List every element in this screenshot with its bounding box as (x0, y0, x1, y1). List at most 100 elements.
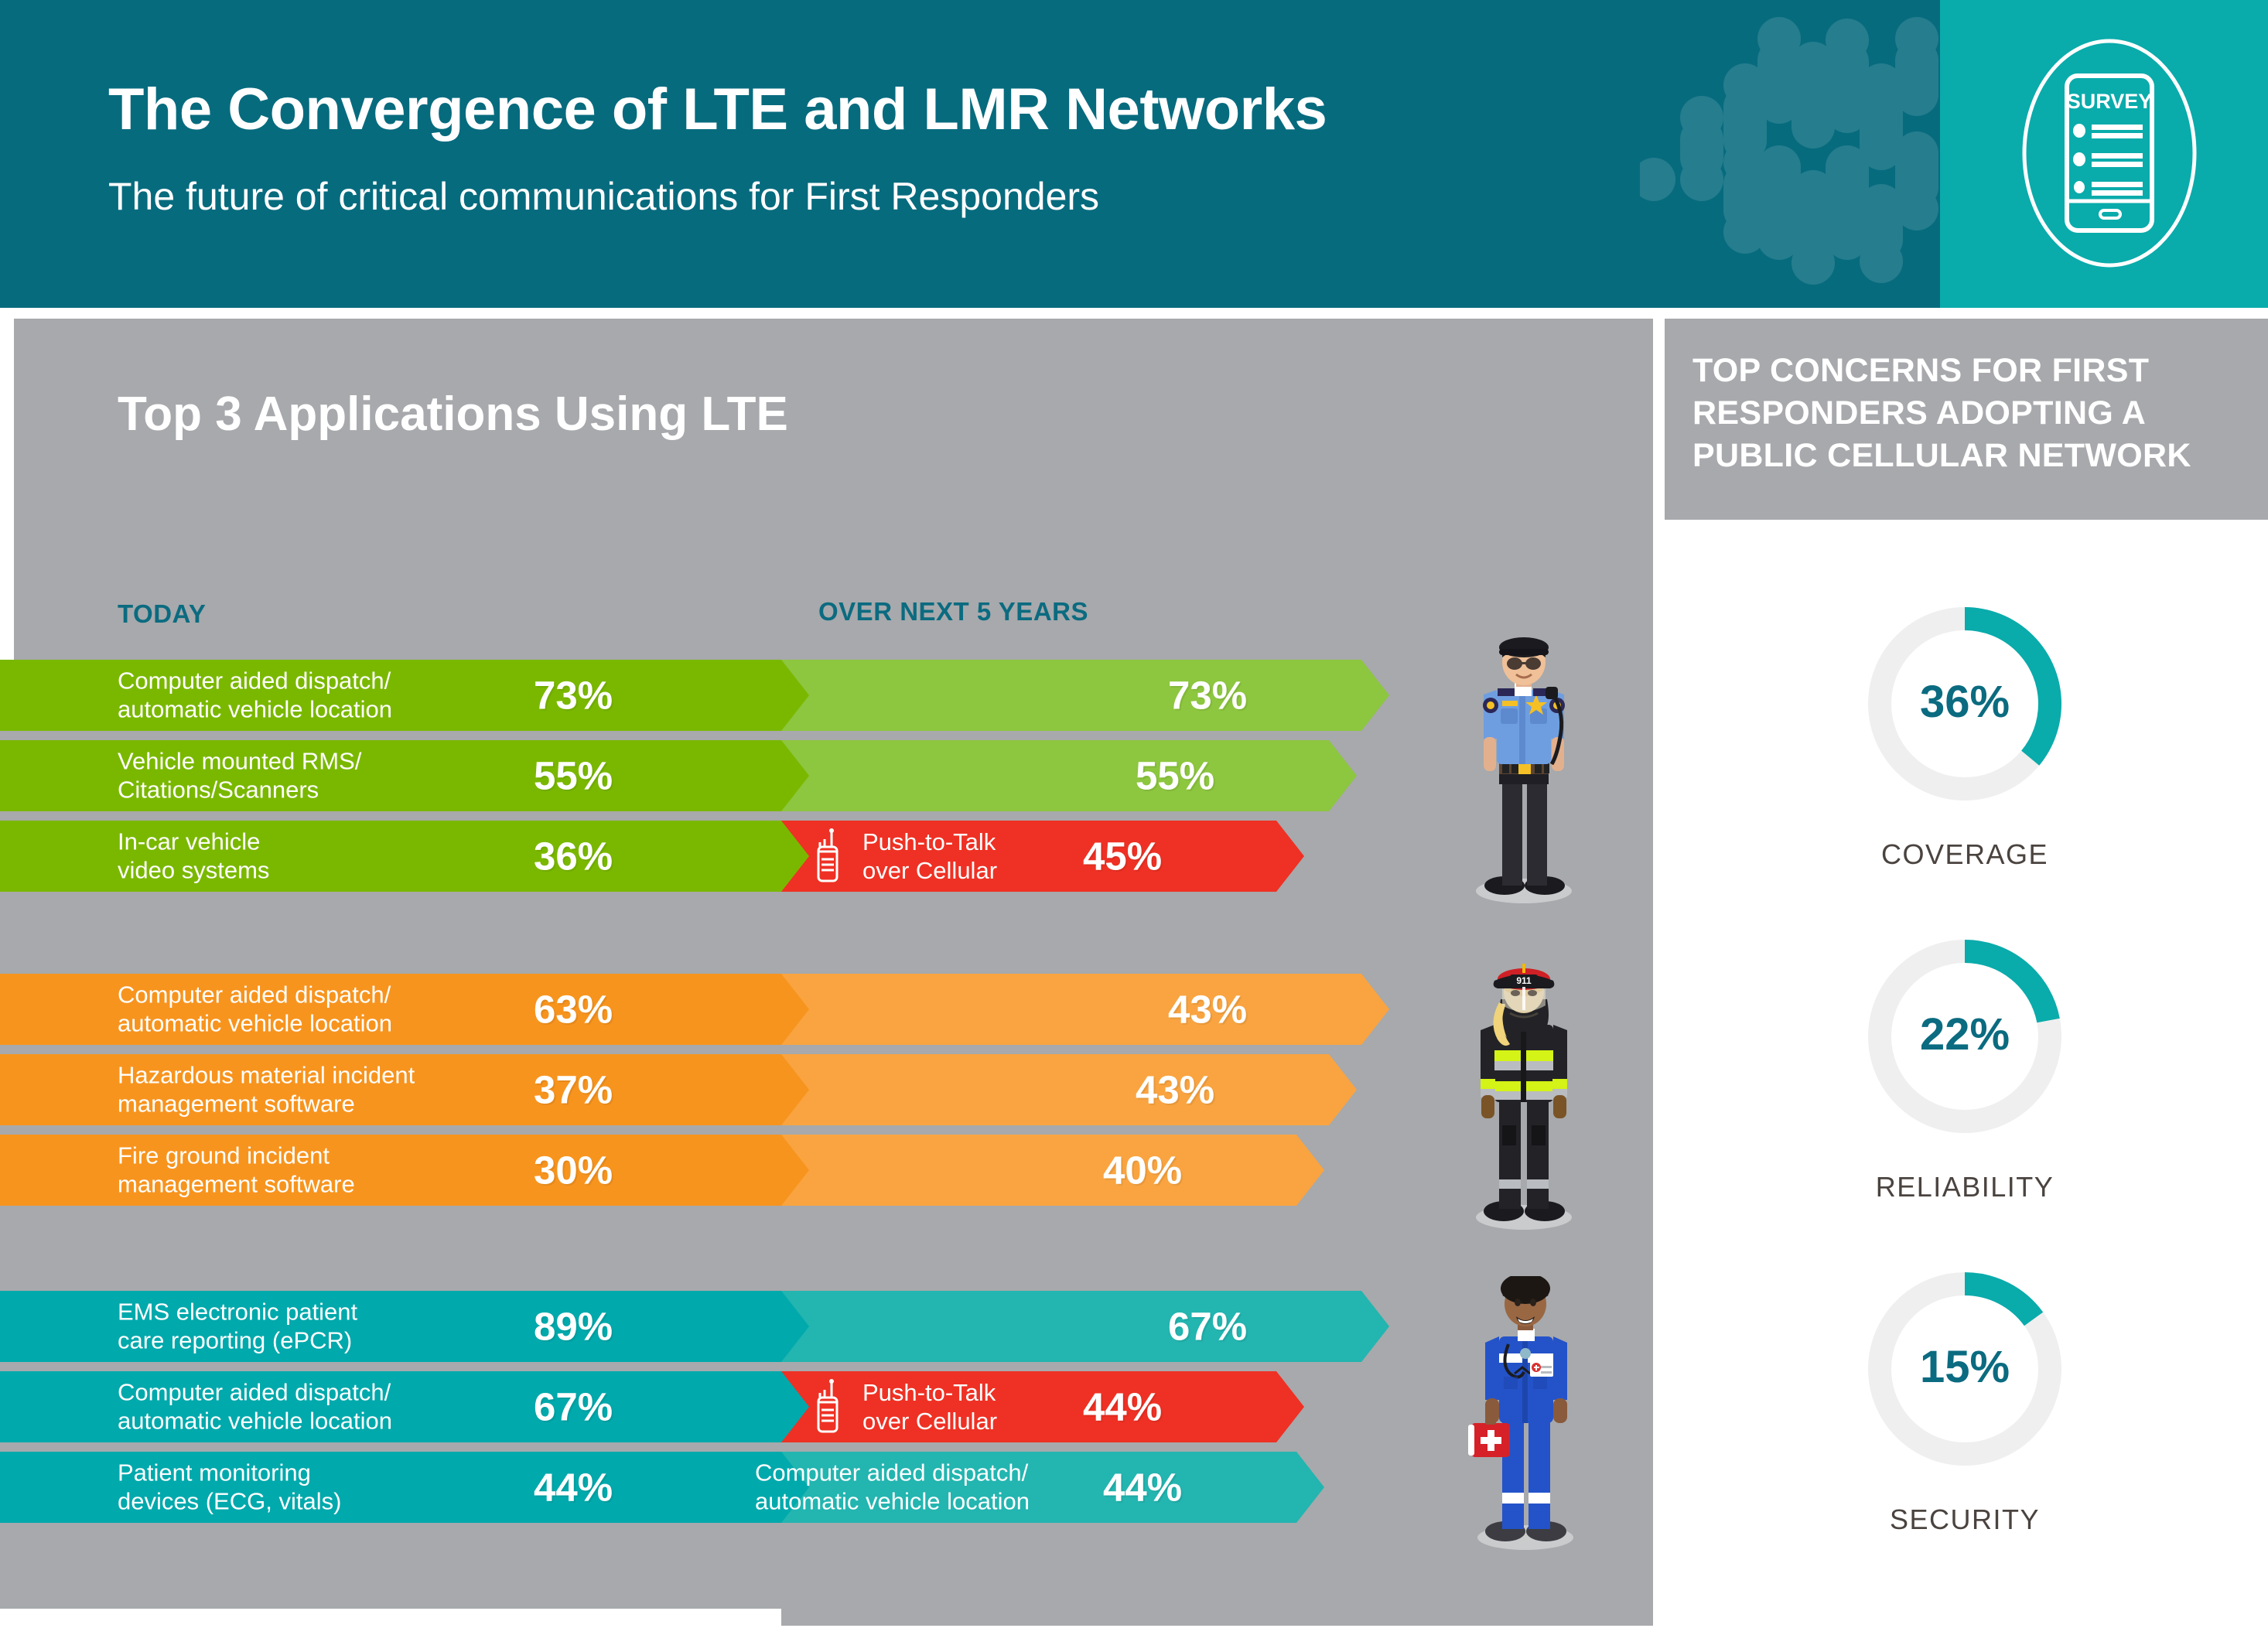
bar-label-line2: automatic vehicle location (118, 695, 392, 722)
bar-label-line1: Hazardous material incident (118, 1061, 415, 1089)
bar-value-future: 44% (1103, 1465, 1183, 1510)
bar-segment-future (719, 821, 1304, 892)
walkie-talkie-icon (817, 828, 839, 882)
bar-label-line2: automatic vehicle location (118, 1407, 392, 1434)
bar-value-future: 40% (1103, 1148, 1183, 1193)
bar-segment-today (0, 974, 809, 1045)
bar-future-label: Computer aided dispatch/automatic vehicl… (755, 1459, 1030, 1515)
bar-value-today: 30% (534, 1148, 613, 1193)
donut-value: 36% (1919, 677, 2010, 727)
bar-row: Computer aided dispatch/automatic vehicl… (0, 660, 1392, 731)
bar-segment-future (781, 1452, 1324, 1523)
donut-caption: COVERAGE (1880, 838, 2049, 870)
bar-arrow-tip (781, 1371, 809, 1442)
bar-segment-future (781, 974, 1389, 1045)
bar-segment-today (0, 1135, 809, 1206)
bar-segment-today (0, 1371, 809, 1442)
police-officer-figure (1454, 634, 1593, 905)
bar-segment-future (781, 1291, 1389, 1362)
bar-label: Vehicle mounted RMS/Citations/Scanners (118, 747, 361, 804)
bar-label-line2: Citations/Scanners (118, 776, 319, 803)
bar-segment-today (0, 1452, 809, 1523)
bar-value-today: 36% (534, 834, 613, 879)
donut-arc (1868, 1272, 2061, 1466)
sidebar-heading-band (1665, 319, 2268, 520)
bar-arrow-tip (781, 1135, 809, 1206)
donut-gauge: 15% SECURITY (1856, 1261, 2073, 1562)
walkie-talkie-icon (817, 1379, 839, 1433)
bar-label-line2: devices (ECG, vitals) (118, 1487, 342, 1514)
panel-left-notch (0, 319, 14, 686)
bar-label-line2: video systems (118, 856, 270, 883)
bar-value-today: 89% (534, 1304, 613, 1349)
bar-label-line1: Fire ground incident (118, 1142, 330, 1169)
bar-arrow-tip (1296, 1452, 1324, 1523)
bar-value-future: 43% (1168, 987, 1248, 1032)
bar-segment-today (0, 1054, 809, 1125)
bar-value-today: 55% (534, 753, 613, 798)
bar-value-today: 67% (534, 1384, 613, 1429)
bar-value-future: 73% (1168, 673, 1248, 718)
bar-arrow-tip (781, 1291, 809, 1362)
bar-label-line1: EMS electronic patient (118, 1298, 358, 1326)
bar-value-today: 44% (534, 1465, 613, 1510)
header-banner: The Convergence of LTE and LMR Networks … (0, 0, 1940, 308)
bar-label-line1: Computer aided dispatch/ (118, 1378, 391, 1406)
donut-arc (1868, 607, 2061, 800)
bar-value-future: 67% (1168, 1304, 1248, 1349)
paramedic-figure (1454, 1273, 1593, 1555)
bar-arrow-tip (1361, 660, 1389, 731)
donut-caption: SECURITY (1889, 1504, 2041, 1535)
bar-label-line2: automatic vehicle location (118, 1009, 392, 1036)
bar-arrow-tip (1276, 1371, 1304, 1442)
bar-value-future: 45% (1083, 834, 1163, 879)
bar-row: Vehicle mounted RMS/Citations/Scanners 55… (0, 740, 1392, 811)
bar-future-label-line2: over Cellular (862, 857, 998, 884)
bar-segment-today (0, 821, 809, 892)
firefighter-figure: 911 (1454, 959, 1593, 1230)
donut-arc (1868, 940, 2061, 1133)
bar-label: Computer aided dispatch/automatic vehicl… (118, 667, 392, 723)
bar-segment-future (781, 1135, 1324, 1206)
donut-value: 15% (1919, 1342, 2010, 1392)
bar-segment-today (0, 1291, 809, 1362)
bar-label: Computer aided dispatch/automatic vehicl… (118, 981, 392, 1037)
bar-future-label-line1: Push-to-Talk (862, 1378, 996, 1406)
decorative-dot-pattern (1640, 17, 1938, 285)
bar-arrow-tip (781, 821, 809, 892)
bar-value-future: 44% (1083, 1384, 1163, 1429)
bar-label-line2: care reporting (ePCR) (118, 1326, 353, 1353)
bar-label-line1: In-car vehicle (118, 828, 261, 855)
bar-segment-future (781, 1054, 1357, 1125)
bar-row: Computer aided dispatch/automatic vehicl… (0, 1371, 1392, 1442)
bar-future-label-line2: automatic vehicle location (755, 1487, 1030, 1514)
donut-caption: RELIABILITY (1875, 1171, 2055, 1203)
page-title: The Convergence of LTE and LMR Networks (108, 77, 1327, 142)
bar-arrow-tip (781, 1452, 809, 1523)
bar-arrow-tip (781, 1054, 809, 1125)
bar-label-line2: management software (118, 1170, 355, 1197)
sidebar-heading: TOP CONCERNS FOR FIRST RESPONDERS ADOPTI… (1692, 352, 2191, 475)
bar-value-today: 73% (534, 673, 613, 718)
bar-arrow-tip (781, 974, 809, 1045)
bar-arrow-tip (1329, 1054, 1357, 1125)
survey-badge-label: SURVEY (2067, 90, 2153, 113)
helmet-number: 911 (1516, 975, 1532, 986)
donut-gauge: 22%RELIABILITY (1856, 928, 2073, 1230)
bar-label-line1: Patient monitoring (118, 1459, 311, 1486)
column-header-today: TODAY (118, 599, 207, 628)
bar-label-line1: Computer aided dispatch/ (118, 667, 391, 695)
bar-label-line1: Vehicle mounted RMS/ (118, 747, 362, 775)
survey-tablet-icon: SURVEY (2020, 37, 2198, 269)
